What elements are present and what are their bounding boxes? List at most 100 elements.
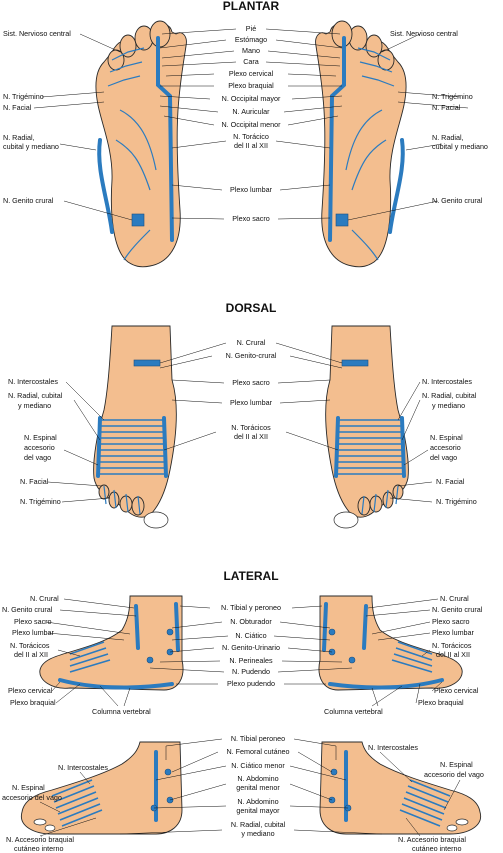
plantar-right-radial-line <box>388 138 405 234</box>
label-medial-espinal-right: N. Espinal <box>440 760 473 769</box>
label-lat-crural-left: N. Crural <box>30 594 59 603</box>
label-genito-crural-right: N. Genito crural <box>432 196 483 205</box>
plantar-left-foot <box>95 20 187 268</box>
plantar-left-spine-line <box>156 36 174 242</box>
medial-center-leaders <box>119 738 383 835</box>
plantar-side-labels: Sist. Nervioso central N. Trigémino N. F… <box>3 29 488 205</box>
label-crural: N. Crural <box>237 338 266 347</box>
label-occipital-menor: N. Occipital menor <box>221 120 281 129</box>
label-espinal-right-2: accesorio <box>430 443 461 452</box>
label-mano: Mano <box>242 46 260 55</box>
label-medial-espinal-left: N. Espinal <box>12 783 45 792</box>
label-cara: Cara <box>243 57 259 66</box>
lateral-side-leaders <box>45 598 443 707</box>
label-espinal-left-3: del vago <box>24 453 51 462</box>
dorsal-right-foot <box>325 325 409 529</box>
label-medial-intercostales-left: N. Intercostales <box>58 763 108 772</box>
label-medial-espinal-right-2: accesorio del vago <box>424 770 484 779</box>
label-trigemino-left: N. Trigémino <box>3 92 44 101</box>
label-lat-toracicos-right: N. Torácicos <box>432 641 472 650</box>
lateral-center-labels: N. Tibial y peroneo N. Obturador N. Ciát… <box>221 603 281 688</box>
lateral-right-foot <box>318 595 463 691</box>
label-radial-medial: N. Radial, cubital <box>231 820 286 829</box>
label-femoral-cutaneo: N. Femoral cutáneo <box>226 747 289 756</box>
label-intercostales-left: N. Intercostales <box>8 377 58 386</box>
medial-side-leaders <box>39 751 461 837</box>
label-pie: Pié <box>246 24 256 33</box>
label-columna-right: Columna vertebral <box>324 707 383 716</box>
label-medial-accesorio-left: N. Accesorio braquial <box>6 835 74 844</box>
label-columna-left: Columna vertebral <box>92 707 151 716</box>
medial-left-foot <box>20 741 183 835</box>
section-title-dorsal: DORSAL <box>226 301 277 315</box>
label-plexo-sacro: Plexo sacro <box>232 214 270 223</box>
label-lat-sacro-left: Plexo sacro <box>14 617 52 626</box>
label-ciatico-menor: N. Ciático menor <box>231 761 285 770</box>
label-snc-right: Sist. Nervioso central <box>390 29 458 38</box>
label-ciatico: N. Ciático <box>235 631 266 640</box>
label-facial-right: N. Facial <box>432 103 461 112</box>
label-plexo-cervical: Plexo cervical <box>229 69 274 78</box>
label-radial-dorsal-right-2: y mediano <box>432 401 465 410</box>
label-medial-accesorio-left-2: cutáneo interno <box>14 844 64 853</box>
dorsal-center-labels: N. Crural N. Genito-crural Plexo sacro P… <box>226 338 277 441</box>
label-pudendo: N. Pudendo <box>232 667 270 676</box>
label-espinal-left-2: accesorio <box>24 443 55 452</box>
label-radial-right: N. Radial, <box>432 133 464 142</box>
lateral-left-spine-line <box>58 678 174 690</box>
plantar-leader-lines <box>159 28 343 220</box>
label-lat-genito-right: N. Genito crural <box>432 605 483 614</box>
plantar-center-labels: Pié Estómago Mano Cara Plexo cervical Pl… <box>221 24 281 223</box>
label-espinal-left: N. Espinal <box>24 433 57 442</box>
label-espinal-right: N. Espinal <box>430 433 463 442</box>
label-medial-espinal-left-2: accesorio del vago <box>2 793 62 802</box>
label-lat-cervical-left: Plexo cervical <box>8 686 53 695</box>
plantar-right-foot <box>315 20 407 268</box>
plantar-side-leaders <box>33 33 469 221</box>
label-radial-medial-2: y mediano <box>241 829 274 838</box>
medial-right-foot <box>319 741 482 835</box>
label-abdomino-menor: N. Abdomino <box>237 774 278 783</box>
label-plexo-lumbar: Plexo lumbar <box>230 185 273 194</box>
label-lat-genito-left: N. Genito crural <box>2 605 53 614</box>
label-radial-left-2: cubital y mediano <box>3 142 59 151</box>
lateral-side-labels: N. Crural N. Genito crural Plexo sacro P… <box>2 594 483 716</box>
lateral-left-foot <box>39 595 184 691</box>
label-medial-accesorio-right: N. Accesorio braquial <box>398 835 466 844</box>
section-title-lateral: LATERAL <box>223 569 278 583</box>
label-estomago: Estómago <box>235 35 267 44</box>
label-lat-toracicos-left-2: del II al XII <box>14 650 48 659</box>
label-genito-crural-left: N. Genito crural <box>3 196 54 205</box>
dorsal-side-labels: N. Intercostales N. Radial, cubital y me… <box>8 377 477 506</box>
label-radial-right-2: cubital y mediano <box>432 142 488 151</box>
medial-center-labels: N. Tibial peroneo N. Femoral cutáneo N. … <box>226 734 289 838</box>
label-lat-sacro-right: Plexo sacro <box>432 617 470 626</box>
label-radial-dorsal-left-2: y mediano <box>18 401 51 410</box>
label-lat-braquial-left: Plexo braquial <box>10 698 56 707</box>
plantar-left-radial-line <box>97 138 114 234</box>
label-lat-cervical-right: Plexo cervical <box>434 686 479 695</box>
plantar-right-genito-pad <box>335 213 349 227</box>
label-facial-dorsal-right: N. Facial <box>436 477 465 486</box>
label-trigemino-dorsal-right: N. Trigémino <box>436 497 477 506</box>
dorsal-left-crural-pad <box>133 359 161 367</box>
label-espinal-right-3: del vago <box>430 453 457 462</box>
label-toracicos-dorsal: N. Torácicos <box>231 423 271 432</box>
label-radial-dorsal-right: N. Radial, cubital <box>422 391 477 400</box>
dorsal-left-foot <box>93 325 177 529</box>
label-plexo-lumbar-dorsal: Plexo lumbar <box>230 398 273 407</box>
label-lat-toracicos-right-2: del II al XII <box>436 650 470 659</box>
label-genito-crural: N. Genito-crural <box>226 351 277 360</box>
label-genito-urinario: N. Genito-Urinario <box>222 643 280 652</box>
label-facial-dorsal-left: N. Facial <box>20 477 49 486</box>
dorsal-right-crural-pad <box>341 359 369 367</box>
label-lat-lumbar-left: Plexo lumbar <box>12 628 55 637</box>
label-occipital-mayor: N. Occipital mayor <box>222 94 281 103</box>
plantar-right-spine-line <box>328 36 346 242</box>
label-plexo-braquial: Plexo braquial <box>228 81 274 90</box>
label-obturador: N. Obturador <box>230 617 272 626</box>
label-lat-lumbar-right: Plexo lumbar <box>432 628 475 637</box>
label-plexo-sacro-dorsal: Plexo sacro <box>232 378 270 387</box>
label-intercostales-right: N. Intercostales <box>422 377 472 386</box>
label-facial-left: N. Facial <box>3 103 32 112</box>
